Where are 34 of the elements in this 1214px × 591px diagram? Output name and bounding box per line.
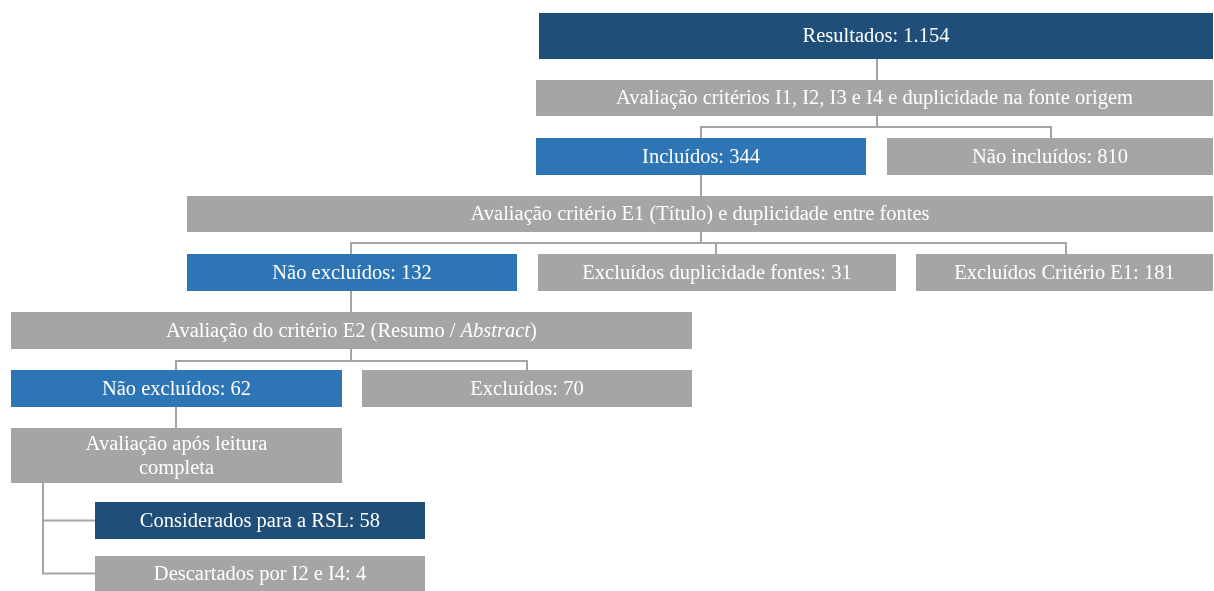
process-box bbox=[95, 502, 425, 539]
process-box bbox=[916, 254, 1213, 291]
box-label: Excluídos Critério E1: 181 bbox=[954, 260, 1175, 285]
process-box bbox=[11, 312, 692, 349]
box-label: Avaliação critério E1 (Título) e duplicidade entre fontes bbox=[470, 202, 930, 226]
process-box bbox=[539, 13, 1213, 59]
connector-line bbox=[350, 348, 528, 371]
box-label: Considerados para a RSL: 58 bbox=[139, 508, 381, 533]
process-box bbox=[536, 138, 866, 175]
box-label: Avaliação após leitura completa bbox=[84, 431, 269, 480]
connector-line bbox=[42, 482, 96, 575]
process-box bbox=[887, 138, 1213, 175]
connector-line bbox=[700, 174, 702, 197]
box-label: Descartados por I2 e I4: 4 bbox=[153, 561, 367, 586]
connector-line bbox=[175, 406, 177, 429]
connector-line bbox=[350, 290, 352, 313]
connector-line bbox=[876, 58, 878, 81]
box-label: Não excluídos: 132 bbox=[272, 260, 432, 285]
box-label: Incluídos: 344 bbox=[642, 144, 760, 169]
process-box bbox=[538, 254, 896, 291]
box-label: Não incluídos: 810 bbox=[972, 144, 1128, 169]
process-box bbox=[362, 370, 692, 407]
process-box bbox=[187, 254, 517, 291]
box-label: Excluídos duplicidade fontes: 31 bbox=[582, 260, 852, 285]
process-box bbox=[11, 370, 342, 407]
process-box bbox=[11, 428, 342, 483]
box-label: Resultados: 1.154 bbox=[802, 24, 950, 48]
box-label: Avaliação critérios I1, I2, I3 e I4 e duplicidade na fonte origem bbox=[615, 86, 1133, 110]
box-label: Excluídos: 70 bbox=[470, 376, 584, 401]
process-box bbox=[95, 556, 425, 591]
process-box bbox=[187, 196, 1213, 232]
process-box bbox=[536, 80, 1213, 116]
box-label: Não excluídos: 62 bbox=[101, 376, 252, 401]
box-label: Avaliação do critério E2 (Resumo / Abstract) bbox=[166, 318, 537, 343]
